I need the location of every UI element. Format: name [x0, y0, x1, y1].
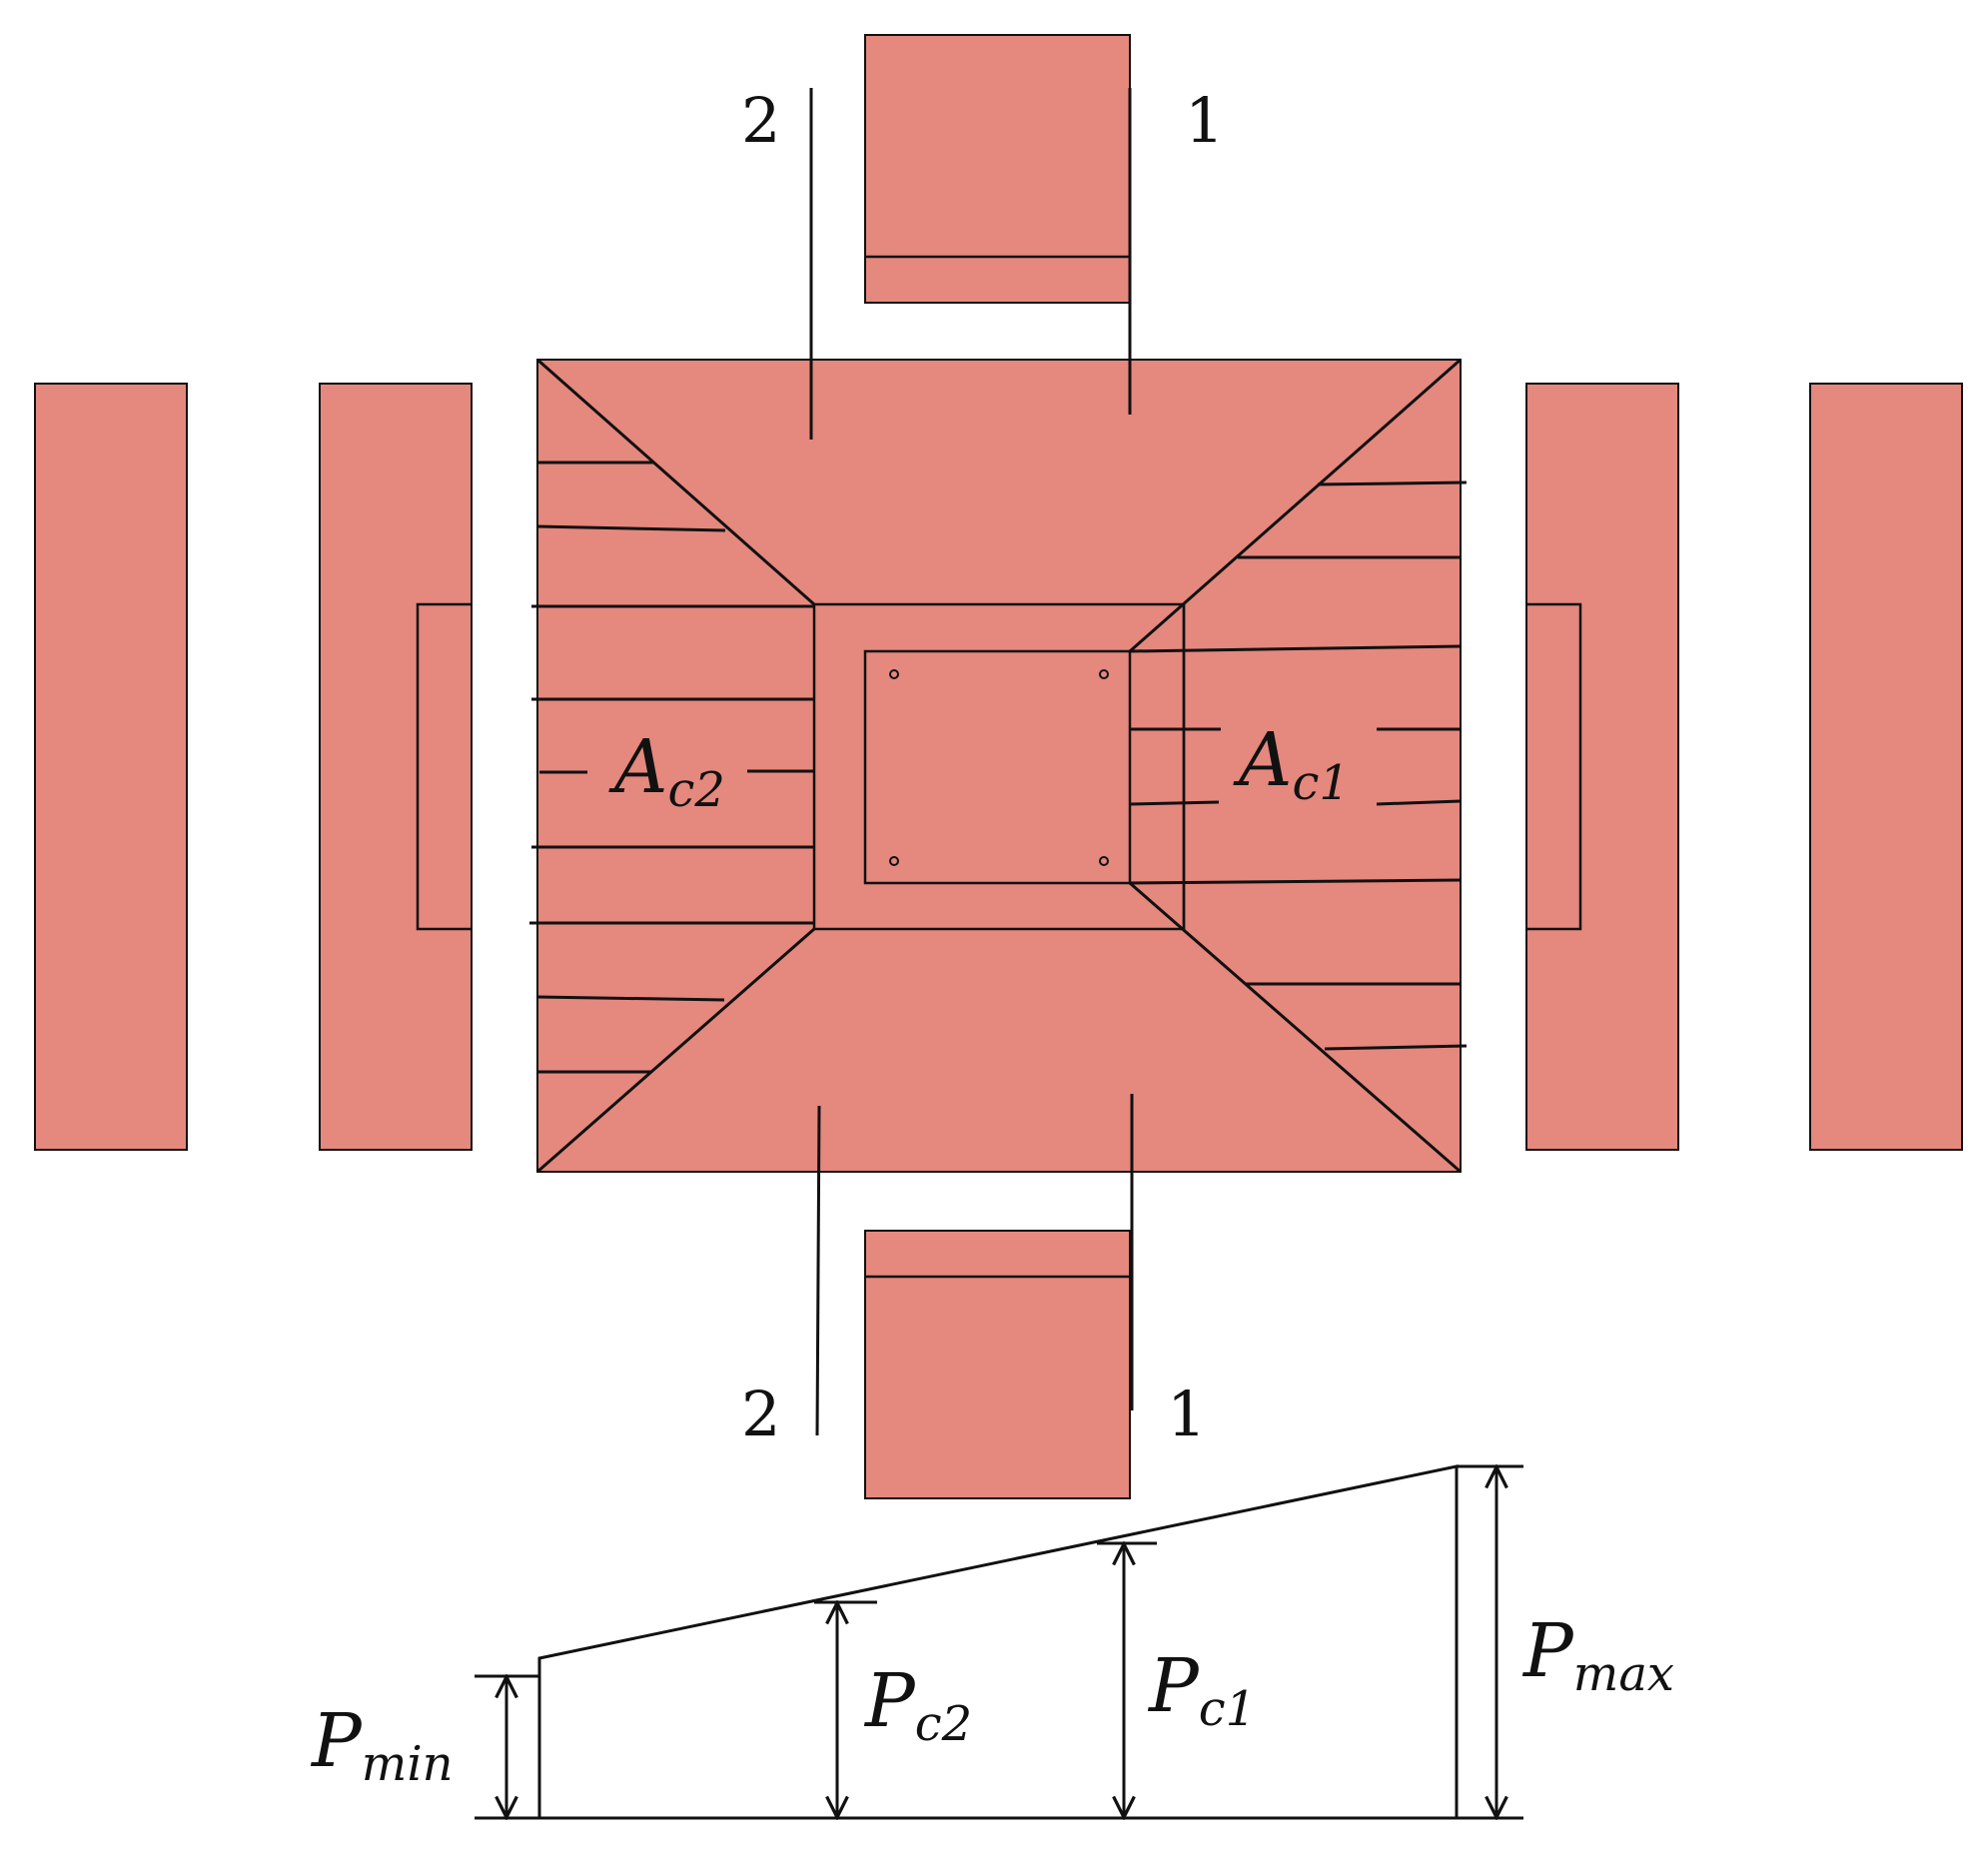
- hatch-line: [1129, 644, 1462, 653]
- pressure-trapezoid: [537, 1464, 1459, 1820]
- diag-top-right: [1129, 358, 1462, 653]
- hatch-line: [536, 524, 726, 532]
- pc1-symbol: P: [1147, 1643, 1200, 1729]
- section-2-bottom: [815, 1105, 821, 1436]
- pressure-label-pmax: Pmax: [1521, 1608, 1674, 1702]
- top-column-block: [864, 34, 1131, 304]
- area-ac1-subscript: c1: [1292, 755, 1349, 811]
- pc1-subscript: c1: [1199, 1681, 1256, 1737]
- hatch-line: [1129, 800, 1220, 806]
- area-label-ac1: Ac1: [1233, 717, 1350, 811]
- footing-geometry: [536, 358, 1462, 1174]
- hatch-line: [536, 995, 725, 1002]
- diag-top-left: [536, 358, 815, 606]
- left-beam-pocket: [416, 602, 472, 931]
- column-dots: [889, 669, 1109, 866]
- pmax-subscript: max: [1573, 1646, 1674, 1702]
- hatch-line: [1324, 1044, 1468, 1051]
- column-outline: [863, 649, 1132, 885]
- hatch-ac2: [529, 461, 814, 1074]
- pmin-subscript: min: [362, 1736, 454, 1792]
- left-inner-beam: [319, 383, 473, 1151]
- pressure-label-pmin: Pmin: [310, 1698, 454, 1792]
- pc2-subscript: c2: [915, 1696, 972, 1752]
- right-inner-beam: [1525, 383, 1679, 1151]
- dot: [889, 856, 899, 866]
- section-label-2-top: 2: [741, 84, 780, 157]
- area-ac2-symbol: A: [608, 724, 667, 810]
- section-label-2-bottom: 2: [741, 1378, 780, 1450]
- pmax-symbol: P: [1521, 1608, 1574, 1694]
- dot: [889, 669, 899, 679]
- pmin-symbol: P: [310, 1698, 363, 1784]
- diag-bottom-left: [536, 927, 815, 1174]
- right-outer-beam: [1809, 383, 1963, 1151]
- blocks: [34, 34, 1963, 1499]
- area-ac2-subscript: c2: [667, 762, 724, 818]
- right-beam-pocket: [1526, 602, 1582, 931]
- dot: [1099, 856, 1109, 866]
- diag-bottom-right: [1129, 881, 1462, 1174]
- hatch-line: [1317, 480, 1468, 486]
- area-label-ac2: Ac2: [608, 724, 725, 818]
- left-outer-beam: [34, 383, 188, 1151]
- hatch-ac1: [1129, 480, 1468, 1051]
- pressure-label-pc1: Pc1: [1147, 1643, 1256, 1737]
- dot: [1099, 669, 1109, 679]
- pressure-diagram: [475, 1466, 1523, 1818]
- pc2-symbol: P: [863, 1658, 916, 1744]
- bottom-column-block: [864, 1230, 1131, 1499]
- hatch-line: [1376, 799, 1462, 806]
- section-label-1-top: 1: [1185, 84, 1224, 157]
- section-lines: [809, 88, 1134, 1436]
- section-label-1-bottom: 1: [1167, 1378, 1206, 1450]
- pressure-label-pc2: Pc2: [863, 1658, 972, 1752]
- area-ac1-symbol: A: [1233, 717, 1292, 803]
- hatch-line: [1129, 878, 1462, 885]
- block-lines: [416, 255, 1582, 1279]
